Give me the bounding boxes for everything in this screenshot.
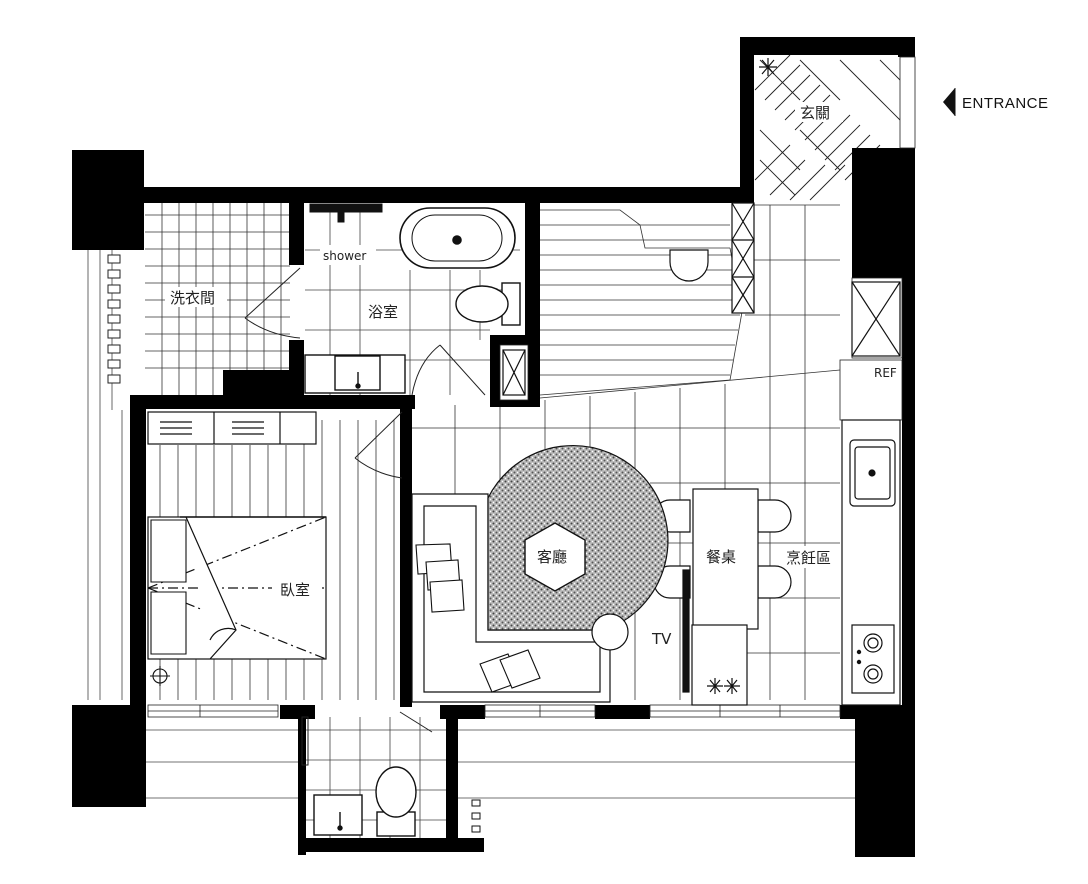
- entrance-marker: [943, 88, 956, 116]
- wc-sink: [313, 794, 363, 836]
- bathroom-sink: [304, 354, 406, 394]
- entrance-label: ENTRANCE: [962, 95, 1049, 112]
- shower-label: shower: [323, 249, 366, 263]
- asterisk-icon: [759, 58, 777, 76]
- bed-pillows: [150, 519, 187, 655]
- triangle-left-icon: [943, 88, 955, 116]
- hall-stool: [669, 249, 709, 282]
- wc-toilet: [375, 766, 417, 837]
- laundry-label: 洗衣間: [170, 289, 215, 307]
- hall-storage: [731, 202, 755, 314]
- laundry-door[interactable]: [244, 267, 301, 339]
- shower-fixture: [309, 203, 383, 223]
- bathtub: [399, 207, 516, 269]
- wardrobe: [147, 411, 317, 445]
- bedroom-door[interactable]: [354, 411, 403, 479]
- window-lines: [148, 705, 840, 717]
- bedroom-label: 臥室: [280, 581, 310, 599]
- asterisk-icon: [707, 678, 740, 694]
- room-labels: ENTRANCE 玄關 洗衣間 shower 浴室 臥室 客廳 餐桌 烹飪區 T…: [165, 95, 1049, 648]
- fridge-label: REF: [874, 366, 897, 380]
- bathroom-closet: [502, 349, 526, 396]
- floor-outlet: [150, 666, 170, 686]
- sofa-cushions: [415, 543, 541, 693]
- fridge: [851, 281, 901, 357]
- tv-label: TV: [651, 630, 672, 648]
- laundry-shelf: [107, 254, 121, 384]
- hall-planks: [539, 209, 743, 396]
- coffee-table: [524, 522, 586, 592]
- side-table: [591, 613, 629, 651]
- walls: [72, 37, 915, 857]
- living-room-label: 客廳: [537, 548, 567, 566]
- dining-table-label: 餐桌: [706, 548, 736, 566]
- bathroom-toilet: [455, 282, 521, 326]
- wc-door[interactable]: [301, 711, 433, 766]
- balcony-drain: [471, 799, 481, 833]
- bathroom-label: 浴室: [368, 303, 398, 321]
- balcony-lines: [140, 729, 860, 799]
- bathroom-door[interactable]: [411, 344, 486, 396]
- foyer-label: 玄關: [800, 104, 830, 122]
- kitchen-label: 烹飪區: [786, 549, 831, 567]
- stove: [851, 624, 895, 694]
